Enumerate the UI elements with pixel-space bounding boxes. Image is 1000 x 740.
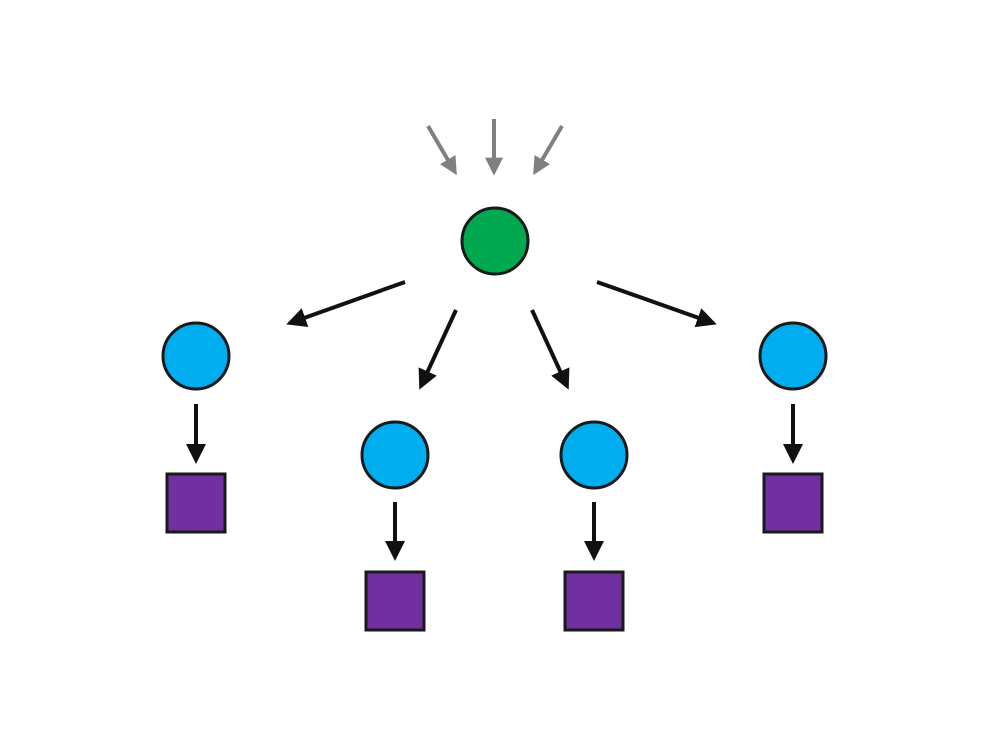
edges-layer xyxy=(186,119,803,561)
root-circle-node xyxy=(460,206,530,276)
input-arrow xyxy=(533,124,564,176)
edge-arrow-root-to-child-3 xyxy=(530,309,570,390)
edge-arrow-root-to-child-4 xyxy=(596,280,717,328)
child-2-circle-node xyxy=(360,420,430,490)
leaf-4-square-node xyxy=(762,472,824,534)
edge-arrow-root-to-child-2 xyxy=(418,309,458,390)
child-3-circle-node xyxy=(559,420,629,490)
leaf-3-square-node xyxy=(563,570,625,632)
child-1-circle-node xyxy=(161,321,231,391)
nodes-layer xyxy=(161,206,828,632)
child-4-circle-node xyxy=(758,321,828,391)
edge-arrow-root-to-child-1 xyxy=(286,280,406,328)
leaf-1-square-node xyxy=(165,472,227,534)
input-arrow xyxy=(426,124,457,176)
leaf-2-square-node xyxy=(364,570,426,632)
